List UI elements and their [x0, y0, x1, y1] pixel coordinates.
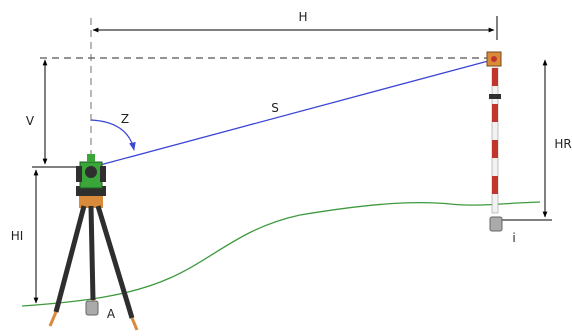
s-label: S — [271, 101, 279, 115]
total-station-icon — [76, 154, 106, 196]
target-point-marker — [489, 216, 503, 232]
hr-label: HR — [554, 137, 571, 151]
hi-label: HI — [11, 229, 24, 243]
slope-distance-line — [99, 59, 493, 166]
zenith-angle-arc — [90, 119, 136, 151]
h-label: H — [298, 10, 307, 24]
prism-pole-icon — [486, 51, 502, 214]
i-label: i — [512, 231, 515, 245]
v-label: V — [26, 114, 35, 128]
station-point-marker — [85, 300, 99, 316]
tripod-icon — [48, 196, 139, 331]
a-label: A — [107, 307, 116, 321]
z-label: Z — [121, 112, 129, 126]
